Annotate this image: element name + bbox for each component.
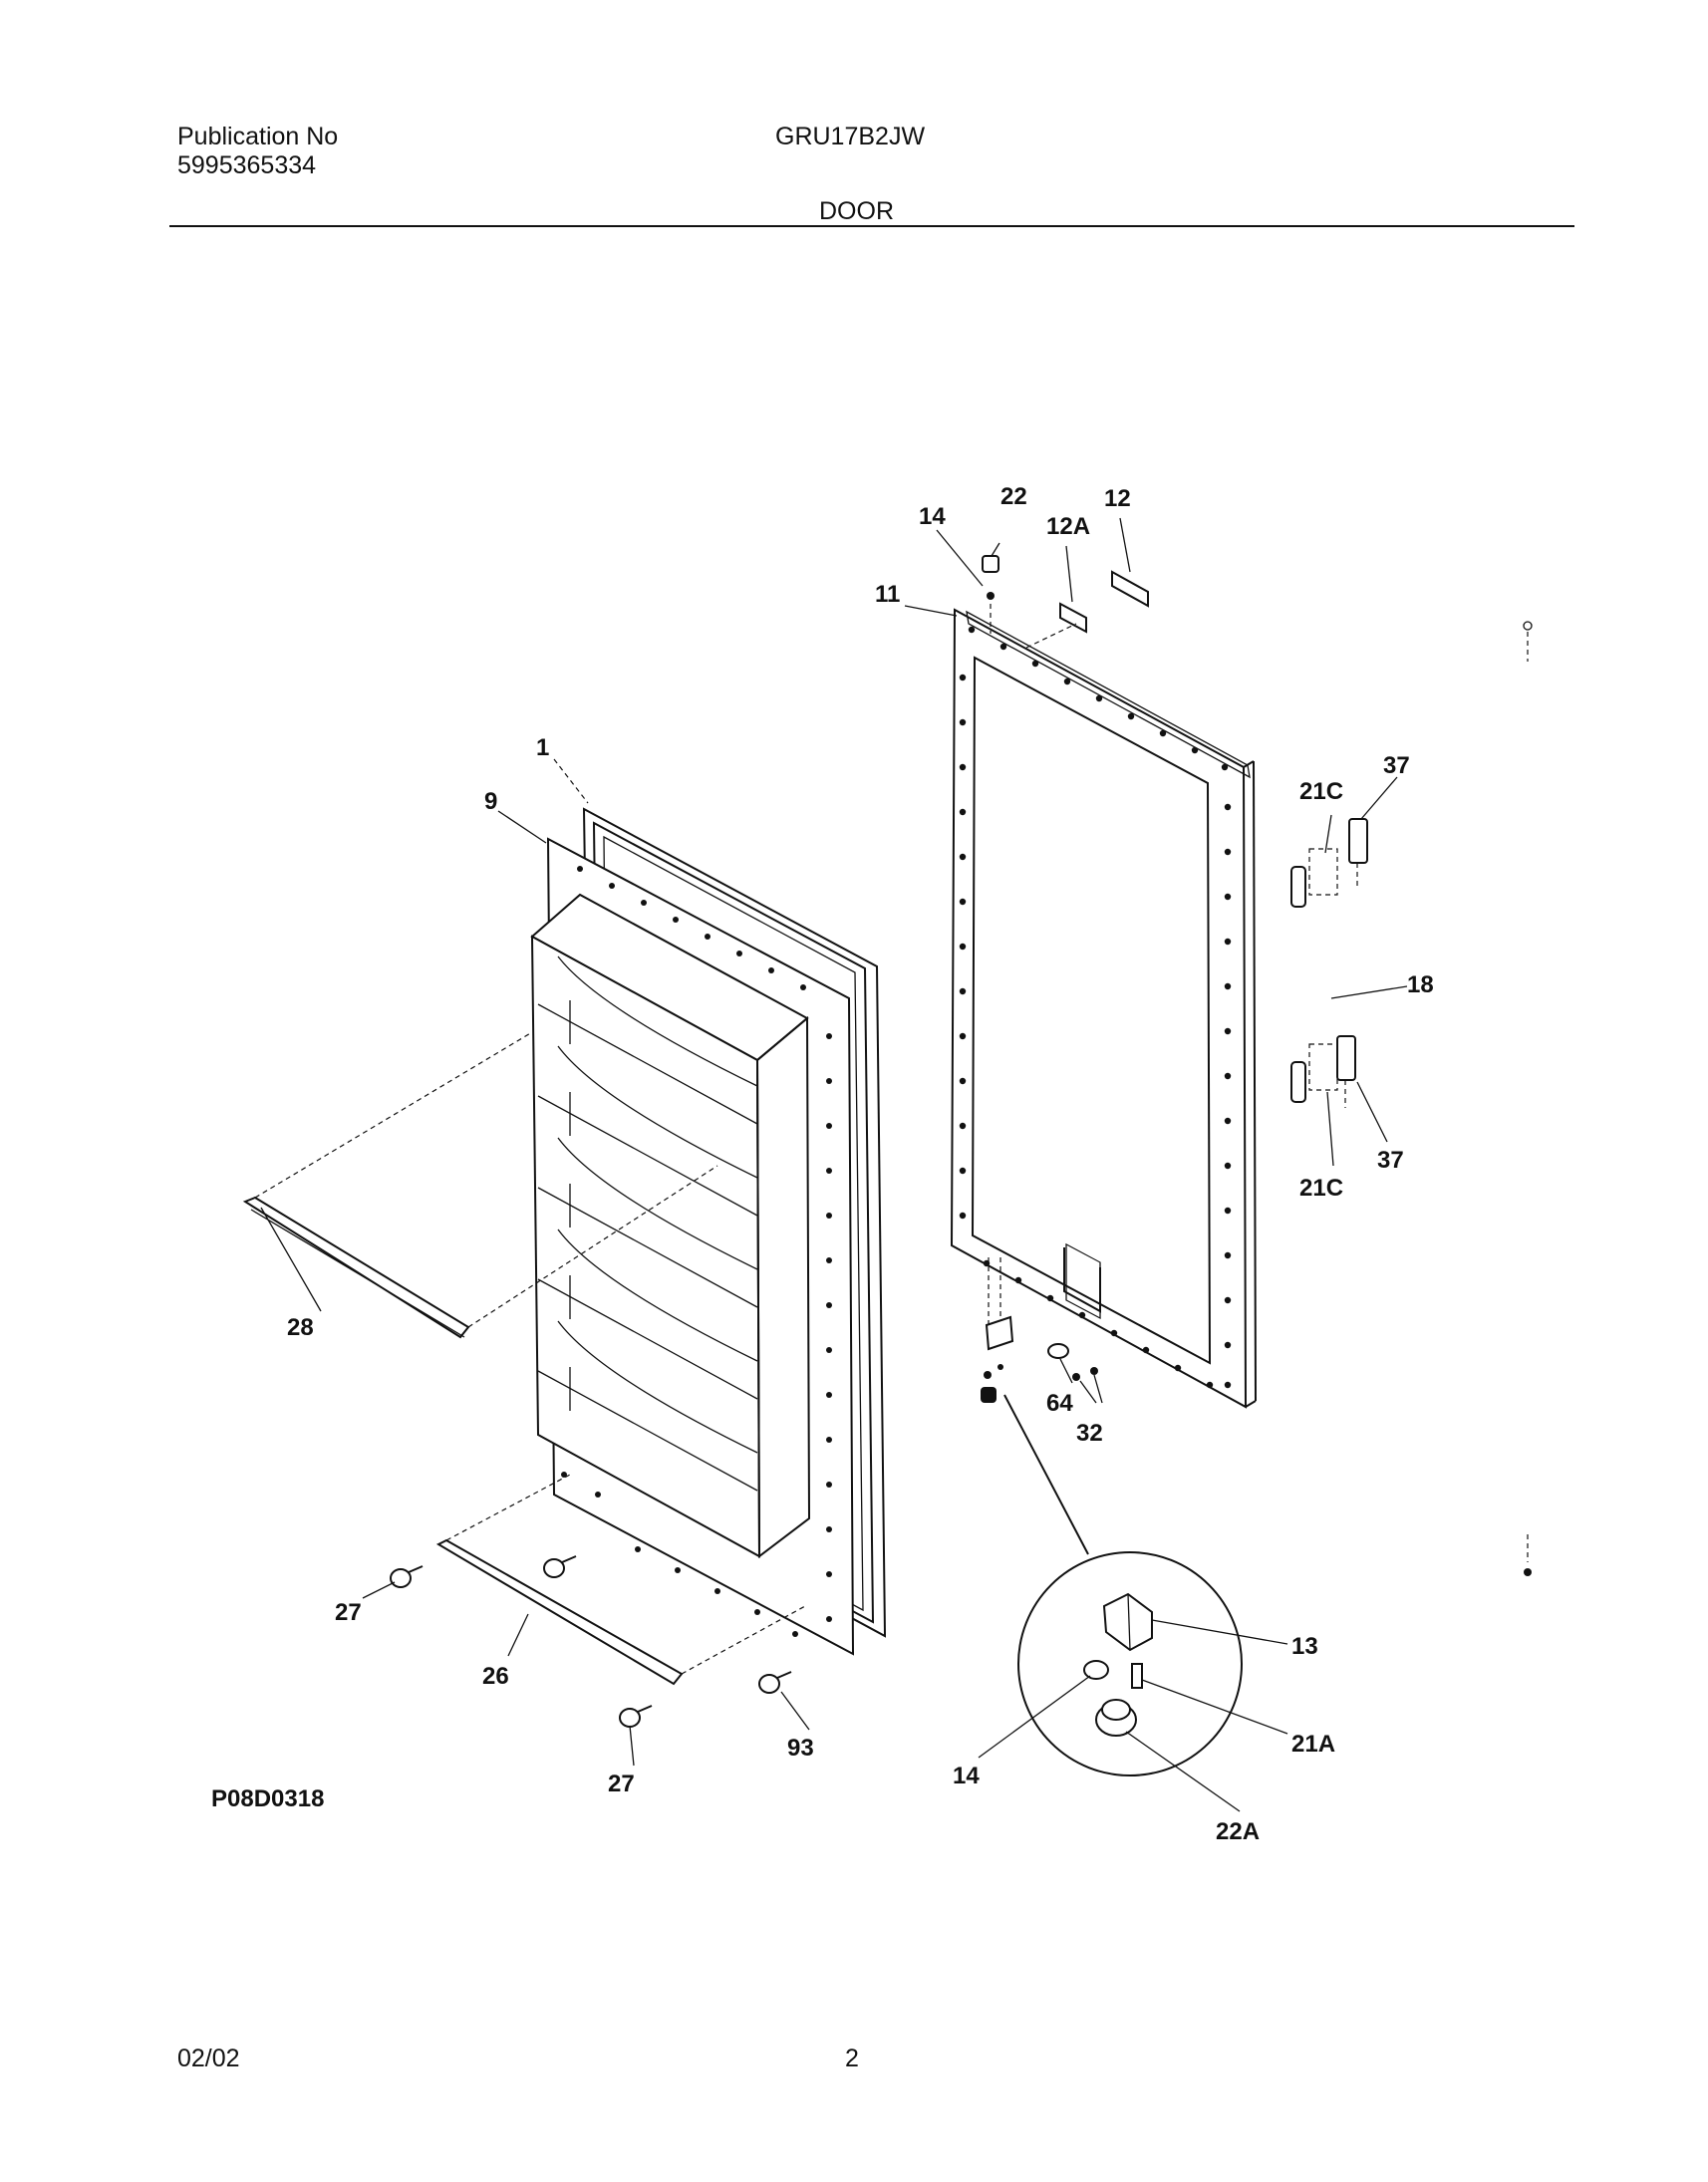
callout-14-detail: 14 [953, 1763, 980, 1789]
screw-27-left [390, 1565, 424, 1588]
callout-labels: 22 12 14 12A 11 1 9 37 21C 18 37 21C 28 … [287, 483, 1434, 1845]
callout-9: 9 [484, 788, 497, 815]
footer-date: 02/02 [177, 2045, 240, 2072]
publication-number: 5995365334 [177, 151, 317, 179]
callout-93: 93 [787, 1735, 814, 1762]
callout-21c-bottom: 21C [1299, 1175, 1343, 1202]
leader-lines [260, 517, 1408, 1812]
callout-27-left: 27 [335, 1599, 362, 1626]
section-title: DOOR [819, 197, 894, 225]
panel-holes [959, 626, 1232, 1389]
header-rule [169, 225, 1574, 227]
callout-37-bottom: 37 [1377, 1147, 1404, 1174]
screw-93 [758, 1671, 792, 1694]
loose-screws-right [1523, 621, 1533, 1576]
callout-1: 1 [536, 734, 549, 761]
shelf-rail-28 [242, 1031, 718, 1339]
screw-27-bottom [619, 1705, 653, 1728]
callout-27-bottom: 27 [608, 1771, 635, 1797]
callout-12a: 12A [1046, 513, 1090, 540]
callout-18: 18 [1407, 971, 1434, 998]
top-small-parts [982, 555, 1149, 649]
diagram-code: P08D0318 [211, 1785, 325, 1812]
outer-door-panel [950, 608, 1257, 1409]
callout-37-top: 37 [1383, 752, 1410, 779]
callout-22: 22 [1000, 483, 1027, 510]
callout-13: 13 [1291, 1633, 1318, 1660]
callout-22a: 22A [1216, 1818, 1260, 1845]
hinge-detail-circle [1017, 1551, 1243, 1776]
callout-14-top: 14 [919, 503, 946, 530]
shelf-rail-26 [390, 1474, 806, 1728]
callout-12: 12 [1104, 485, 1131, 512]
page-number: 2 [845, 2045, 859, 2072]
callout-11: 11 [875, 581, 900, 608]
door-shelves [530, 893, 811, 1559]
publication-label: Publication No [177, 123, 339, 150]
callout-64: 64 [1046, 1390, 1073, 1417]
callout-28: 28 [287, 1314, 314, 1341]
door-handle [1290, 818, 1368, 1108]
model-number: GRU17B2JW [775, 123, 926, 150]
bottom-hinge-parts [981, 1257, 1098, 1555]
screw-mid [543, 1555, 577, 1578]
callout-21a: 21A [1291, 1731, 1335, 1758]
callout-32: 32 [1076, 1420, 1103, 1447]
callout-21c-top: 21C [1299, 778, 1343, 805]
callout-26: 26 [482, 1663, 509, 1690]
